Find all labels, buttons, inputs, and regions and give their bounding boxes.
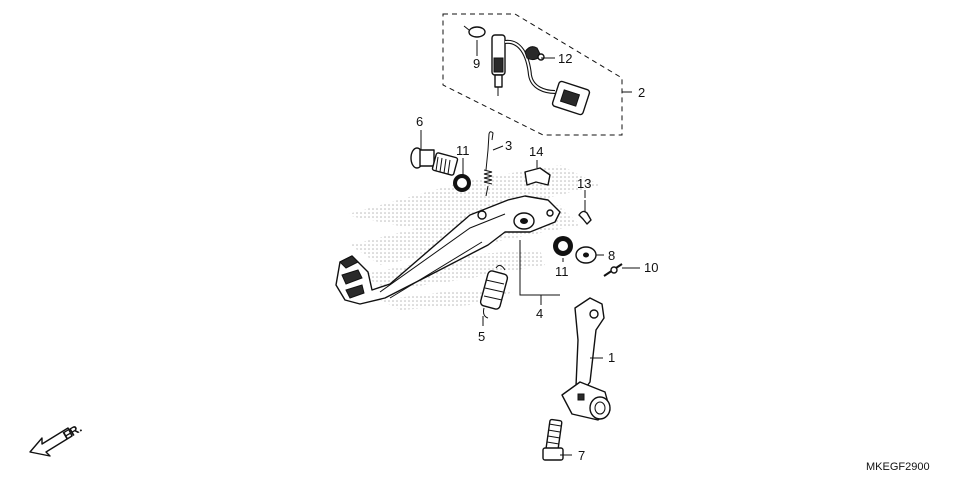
assembly-box-2 [442, 13, 632, 136]
rod-part-1 [561, 297, 611, 421]
callout-8: 8 [608, 248, 615, 263]
front-direction-arrow: FR. [29, 421, 84, 457]
callout-1: 1 [608, 350, 615, 365]
callout-11b: 11 [555, 264, 569, 279]
callout-9: 9 [473, 56, 480, 71]
callout-13: 13 [577, 176, 591, 191]
spring-part-5 [479, 264, 509, 319]
callout-7: 7 [578, 448, 585, 463]
callout-12: 12 [558, 51, 572, 66]
pin-part-10 [603, 263, 640, 277]
cotter-pin-part-13 [578, 200, 592, 225]
washer-part-11a [453, 174, 471, 192]
spring-part-3 [483, 131, 494, 197]
bracket-part-14 [524, 160, 551, 186]
callout-10: 10 [644, 260, 658, 275]
bolt-part-7 [542, 418, 564, 461]
washer-part-11b [553, 236, 573, 256]
callout-6: 6 [416, 114, 423, 129]
assembly-bracket-4 [519, 240, 560, 305]
clip-part-9 [463, 25, 486, 52]
callout-4: 4 [536, 306, 543, 321]
callout-3: 3 [505, 138, 512, 153]
sensor-switch-part-2 [491, 34, 591, 116]
washer-part-8 [575, 246, 597, 264]
callout-14: 14 [529, 144, 543, 159]
leader-lines [420, 52, 604, 456]
callout-5: 5 [478, 329, 485, 344]
callout-11a: 11 [456, 143, 470, 158]
callout-2: 2 [638, 85, 645, 100]
pivot-bolt-part-6 [410, 147, 459, 176]
brake-pedal-part-4 [335, 195, 561, 305]
diagram-code: MKEGF2900 [866, 461, 930, 473]
